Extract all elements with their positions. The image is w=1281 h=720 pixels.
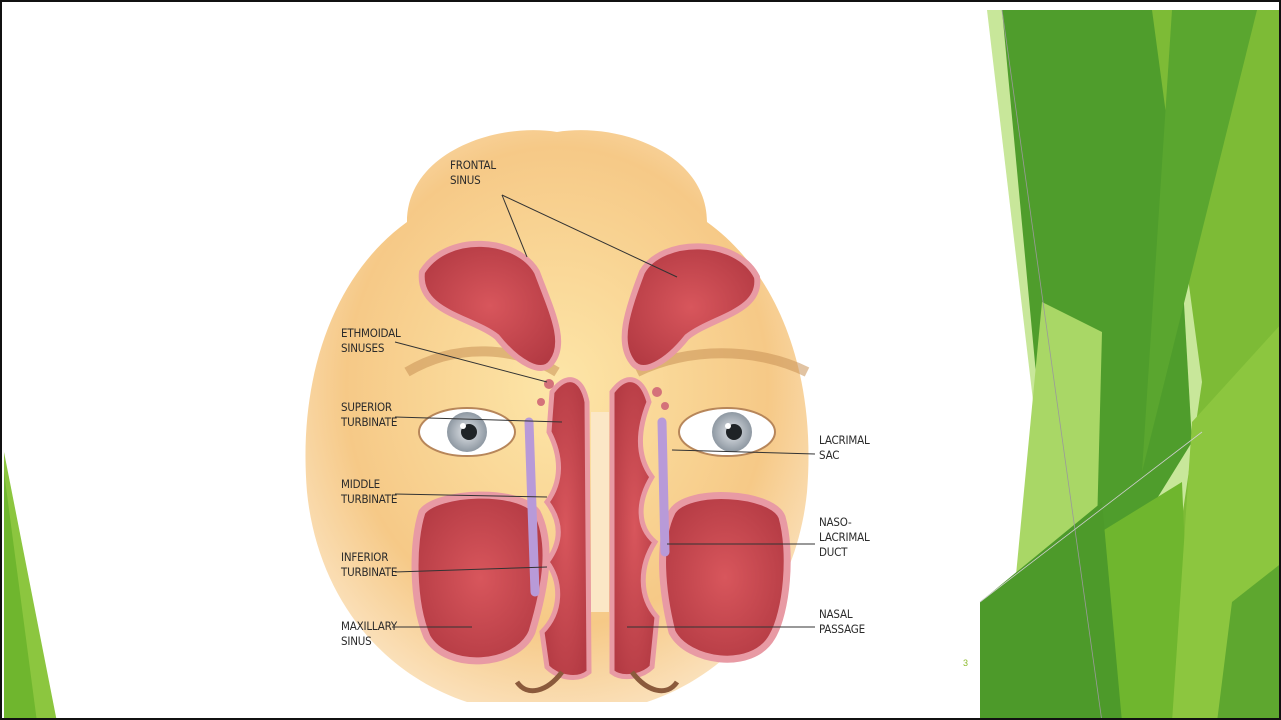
- left-nasolacrimal-duct: [529, 422, 535, 592]
- label-inferior-turbinate: INFERIOR TURBINATE: [341, 550, 397, 580]
- label-nasolacrimal-duct: NASO- LACRIMAL DUCT: [819, 515, 870, 560]
- right-eye: [679, 408, 775, 456]
- label-frontal-sinus: FRONTAL SINUS: [450, 158, 496, 188]
- right-nasolacrimal-duct: [662, 422, 665, 552]
- slide-number: 3: [963, 658, 968, 668]
- label-middle-turbinate: MIDDLE TURBINATE: [341, 477, 397, 507]
- left-eye: [419, 408, 515, 456]
- sinus-anatomy-illustration: [217, 72, 897, 720]
- left-maxillary-sinus: [415, 495, 546, 661]
- nasal-septum: [591, 412, 609, 612]
- label-nasal-passage: NASAL PASSAGE: [819, 607, 865, 637]
- label-superior-turbinate: SUPERIOR TURBINATE: [341, 400, 397, 430]
- right-maxillary-sinus: [663, 496, 788, 660]
- label-lacrimal-sac: LACRIMAL SAC: [819, 433, 870, 463]
- label-ethmoidal-sinuses: ETHMOIDAL SINUSES: [341, 326, 401, 356]
- label-maxillary-sinus: MAXILLARY SINUS: [341, 619, 397, 649]
